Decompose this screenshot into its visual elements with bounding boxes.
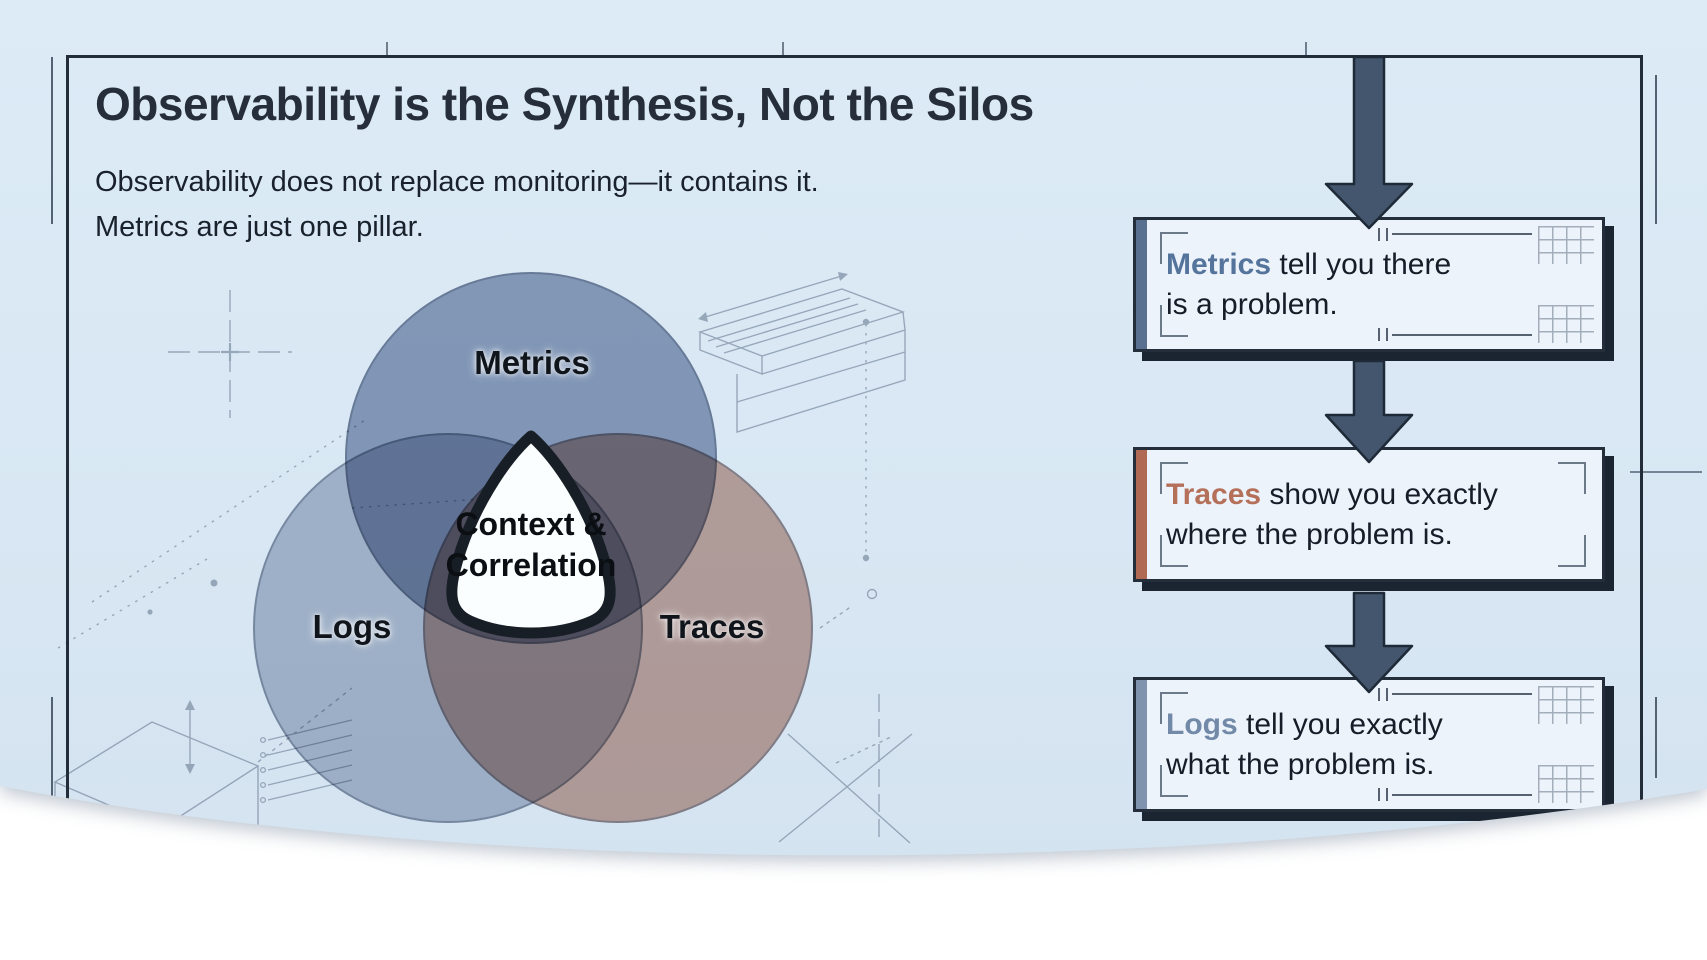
flow-box-traces-accent-strip (1136, 450, 1147, 579)
corner-bracket-icon (1160, 305, 1188, 337)
center-label-line-2: Correlation (445, 547, 617, 583)
venn-label-traces: Traces (659, 608, 765, 645)
subtitle-line-2: Metrics are just one pillar. (95, 211, 424, 243)
flow-text-rest: tell you there (1271, 247, 1452, 281)
flow-text-rest: tell you exactly (1237, 707, 1443, 741)
grid-corner-icon (1538, 305, 1594, 343)
flow-box-metrics-text: Metrics tell you there is a problem. (1136, 245, 1602, 325)
flow-text-line2: where the problem is. (1166, 517, 1453, 551)
flow-box-traces-text: Traces show you exactly where the problem… (1136, 475, 1602, 555)
flow-text-line2: what the problem is. (1166, 747, 1435, 781)
center-label-line-1: Context & (455, 506, 607, 542)
venn-center-label: Context & Correlation (401, 504, 661, 586)
flow-keyword-traces: Traces (1166, 477, 1262, 511)
blueprint-frame (66, 55, 1643, 960)
rule-line (1392, 334, 1532, 336)
subtitle: Observability does not replace monitorin… (95, 160, 819, 250)
flow-text-rest: show you exactly (1261, 477, 1498, 511)
tick-marks-icon (1378, 228, 1388, 241)
flow-box-metrics-accent-strip (1136, 220, 1147, 349)
corner-bracket-icon (1160, 232, 1188, 264)
rule-line (1392, 693, 1532, 695)
corner-bracket-icon (1160, 462, 1188, 494)
tick-marks-icon (1378, 328, 1388, 341)
flow-text-line2: is a problem. (1166, 287, 1338, 321)
flow-box-logs: Logs tell you exactly what the problem is… (1133, 677, 1605, 812)
flow-box-logs-accent-strip (1136, 680, 1147, 809)
rule-line (1392, 233, 1532, 235)
venn-label-metrics: Metrics (474, 344, 590, 381)
corner-bracket-icon (1160, 692, 1188, 724)
venn-label-logs: Logs (312, 608, 392, 645)
tick-marks-icon (1378, 688, 1388, 701)
corner-bracket-icon (1558, 462, 1586, 494)
tick-marks-icon (1378, 788, 1388, 801)
flow-keyword-metrics: Metrics (1166, 247, 1272, 281)
rule-line (1392, 794, 1532, 796)
grid-corner-icon (1538, 686, 1594, 724)
flow-box-logs-text: Logs tell you exactly what the problem is… (1136, 705, 1602, 785)
corner-bracket-icon (1160, 765, 1188, 797)
flow-box-metrics: Metrics tell you there is a problem. (1133, 217, 1605, 352)
flow-keyword-logs: Logs (1166, 707, 1238, 741)
flow-box-traces: Traces show you exactly where the problem… (1133, 447, 1605, 582)
page-title: Observability is the Synthesis, Not the … (95, 78, 1034, 130)
subtitle-line-1: Observability does not replace monitorin… (95, 166, 819, 198)
corner-bracket-icon (1160, 535, 1188, 567)
corner-bracket-icon (1558, 535, 1586, 567)
grid-corner-icon (1538, 765, 1594, 803)
grid-corner-icon (1538, 226, 1594, 264)
